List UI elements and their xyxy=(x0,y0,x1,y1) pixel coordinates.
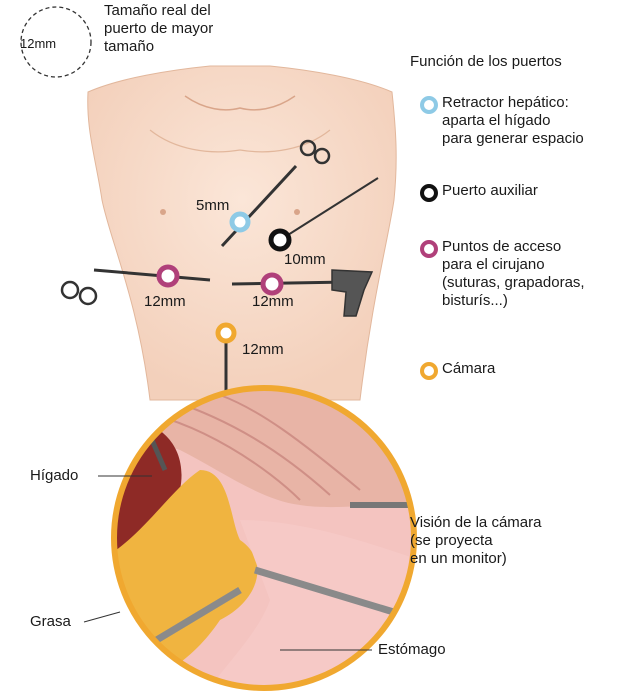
label-fat: Grasa xyxy=(30,612,71,631)
legend-line: para generar espacio xyxy=(442,130,584,148)
right-nipple xyxy=(294,209,300,215)
caption-line: (se proyecta xyxy=(410,532,541,550)
legend-title: Función de los puertos xyxy=(410,52,562,71)
legend-item-camera: Cámara xyxy=(442,360,495,378)
legend-line: Retractor hepático: xyxy=(442,94,584,112)
left-surgeon-port xyxy=(159,267,177,285)
port-label-left: 12mm xyxy=(144,292,186,311)
legend-line: Cámara xyxy=(442,360,495,378)
liver-retractor-port xyxy=(232,214,248,230)
legend-line: Puntos de acceso xyxy=(442,238,585,256)
port-diameter-label: 12mm xyxy=(20,34,56,53)
port-size-note-line: puerto de mayor xyxy=(104,20,213,38)
left-nipple xyxy=(160,209,166,215)
legend-line: para el cirujano xyxy=(442,256,585,274)
port-label-camera: 12mm xyxy=(242,340,284,359)
port-size-note-line: tamaño xyxy=(104,38,213,56)
port-size-note: Tamaño real del puerto de mayor tamaño xyxy=(104,2,213,56)
legend-line: Puerto auxiliar xyxy=(442,182,538,200)
label-liver: Hígado xyxy=(30,466,78,485)
camera-view-caption: Visión de la cámara (se proyecta en un m… xyxy=(410,514,541,568)
port-size-note-line: Tamaño real del xyxy=(104,2,213,20)
legend-item-auxiliary: Puerto auxiliar xyxy=(442,182,538,200)
right-surgical-instrument xyxy=(232,282,348,284)
auxiliary-port xyxy=(271,231,289,249)
right-surgeon-port xyxy=(263,275,281,293)
legend-dot-camera xyxy=(420,362,438,380)
legend-item-liver-retractor: Retractor hepático: aparta el hígado par… xyxy=(442,94,584,148)
caption-line: en un monitor) xyxy=(410,550,541,568)
legend-line: (suturas, grapadoras, xyxy=(442,274,585,292)
legend-line: bisturís...) xyxy=(442,292,585,310)
caption-line: Visión de la cámara xyxy=(410,514,541,532)
camera-port xyxy=(218,325,234,341)
legend-line: aparta el hígado xyxy=(442,112,584,130)
legend-dot-liver-retractor xyxy=(420,96,438,114)
label-stomach: Estómago xyxy=(378,640,446,659)
port-label-liver-retractor: 5mm xyxy=(196,196,229,215)
port-label-right: 12mm xyxy=(252,292,294,311)
port-label-auxiliary: 10mm xyxy=(284,250,326,269)
legend-dot-surgeon-access xyxy=(420,240,438,258)
legend-dot-auxiliary xyxy=(420,184,438,202)
legend-item-surgeon-access: Puntos de acceso para el cirujano (sutur… xyxy=(442,238,585,310)
